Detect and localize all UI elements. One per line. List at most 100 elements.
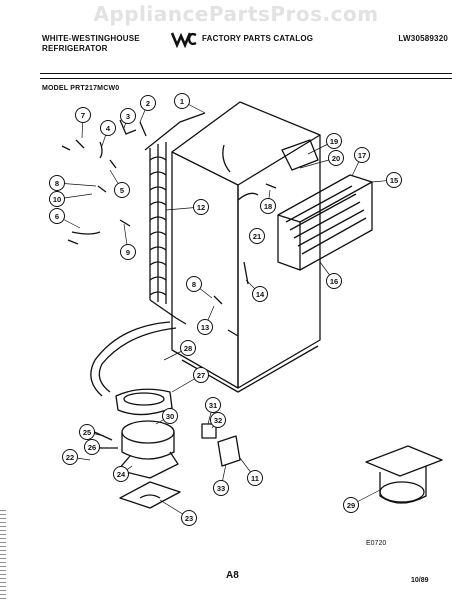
callout-number-9: 9 <box>126 248 130 257</box>
callout-number-27: 27 <box>197 371 205 380</box>
drain-pan <box>115 388 173 416</box>
callout-7: 7 <box>75 107 91 123</box>
watermark: AppliancePartsPros.com <box>93 2 379 26</box>
callout-number-13: 13 <box>201 323 209 332</box>
callout-number-22: 22 <box>66 453 74 462</box>
condenser-coil <box>144 112 206 325</box>
callout-number-19: 19 <box>330 137 338 146</box>
callout-circle-4 <box>100 120 116 136</box>
callout-circle-32 <box>210 412 226 428</box>
callout-number-26: 26 <box>88 443 96 452</box>
callout-2: 2 <box>140 95 156 111</box>
callout-circle-14 <box>252 286 268 302</box>
compressor <box>117 420 179 479</box>
callout-25: 25 <box>79 424 95 440</box>
callout-number-8: 8 <box>55 179 59 188</box>
callout-19: 19 <box>326 133 342 149</box>
callout-circle-20 <box>328 150 344 166</box>
callout-circle-23 <box>181 510 197 526</box>
callout-number-30: 30 <box>166 412 174 421</box>
callout-number-16: 16 <box>330 277 338 286</box>
callout-number-11: 11 <box>251 474 259 483</box>
callout-circle-17 <box>354 147 370 163</box>
callout-number-20: 20 <box>332 154 340 163</box>
callout-number-31: 31 <box>209 401 217 410</box>
callout-number-32: 32 <box>214 416 222 425</box>
callout-circle-6 <box>49 208 65 224</box>
wci-logo <box>170 32 197 48</box>
callout-number-17: 17 <box>358 151 366 160</box>
callout-8: 8 <box>186 276 202 292</box>
callout-circle-13 <box>197 319 213 335</box>
callout-20: 20 <box>328 150 344 166</box>
callout-circle-29 <box>343 497 359 513</box>
callout-number-23: 23 <box>185 514 193 523</box>
callout-6: 6 <box>49 208 65 224</box>
callout-number-28: 28 <box>184 344 192 353</box>
document-number: LW30589320 <box>398 34 448 43</box>
callout-number-18: 18 <box>264 202 272 211</box>
callout-circle-1 <box>174 93 190 109</box>
callout-3: 3 <box>120 108 136 124</box>
callout-13: 13 <box>197 319 213 335</box>
callout-circle-33 <box>213 480 229 496</box>
callout-circle-16 <box>326 273 342 289</box>
callout-27: 27 <box>193 367 209 383</box>
compressor-base-plate <box>119 481 181 509</box>
callout-number-25: 25 <box>83 428 91 437</box>
callout-number-8: 8 <box>192 280 196 289</box>
callout-circle-31 <box>205 397 221 413</box>
callout-circle-10 <box>49 191 65 207</box>
callout-14: 14 <box>252 286 268 302</box>
brand-line-1: WHITE-WESTINGHOUSE <box>42 34 140 43</box>
callout-number-10: 10 <box>53 195 61 204</box>
callout-12: 12 <box>193 199 209 215</box>
figure-code: E0720 <box>366 540 387 547</box>
callout-number-29: 29 <box>347 501 355 510</box>
callout-circle-30 <box>162 408 178 424</box>
callout-26: 26 <box>84 439 100 455</box>
callout-circle-25 <box>79 424 95 440</box>
callout-number-7: 7 <box>81 111 85 120</box>
callout-circle-21 <box>249 228 265 244</box>
callout-circle-11 <box>247 470 263 486</box>
callout-circle-8 <box>49 175 65 191</box>
callout-number-21: 21 <box>253 232 261 241</box>
callout-31: 31 <box>205 397 221 413</box>
callout-11: 11 <box>247 470 263 486</box>
callout-1: 1 <box>174 93 190 109</box>
drain-tube <box>90 321 171 397</box>
callout-29: 29 <box>343 497 359 513</box>
callout-number-12: 12 <box>197 203 205 212</box>
callout-circle-15 <box>386 172 402 188</box>
callout-8: 8 <box>49 175 65 191</box>
callout-33: 33 <box>213 480 229 496</box>
header-rule-bottom <box>40 78 452 79</box>
callout-number-5: 5 <box>120 186 124 195</box>
callout-number-4: 4 <box>106 124 111 133</box>
callout-24: 24 <box>113 466 129 482</box>
callout-32: 32 <box>210 412 226 428</box>
capacitor <box>217 435 241 467</box>
catalog-date: 10/89 <box>411 577 429 584</box>
callout-21: 21 <box>249 228 265 244</box>
callout-30: 30 <box>162 408 178 424</box>
callout-5: 5 <box>114 182 130 198</box>
callout-circle-19 <box>326 133 342 149</box>
callout-circle-9 <box>120 244 136 260</box>
model-label: MODEL PRT217MCW0 <box>42 85 120 92</box>
callout-4: 4 <box>100 120 116 136</box>
callout-circle-24 <box>113 466 129 482</box>
scan-edge-marks <box>0 510 6 600</box>
callout-number-6: 6 <box>55 212 59 221</box>
brand-line-2: REFRIGERATOR <box>42 44 108 53</box>
callout-circle-8 <box>186 276 202 292</box>
callout-circle-7 <box>75 107 91 123</box>
callout-number-2: 2 <box>146 99 150 108</box>
catalog-title: FACTORY PARTS CATALOG <box>202 34 314 43</box>
callout-circle-5 <box>114 182 130 198</box>
relay <box>201 423 217 439</box>
callout-circle-12 <box>193 199 209 215</box>
callout-number-24: 24 <box>117 470 126 479</box>
